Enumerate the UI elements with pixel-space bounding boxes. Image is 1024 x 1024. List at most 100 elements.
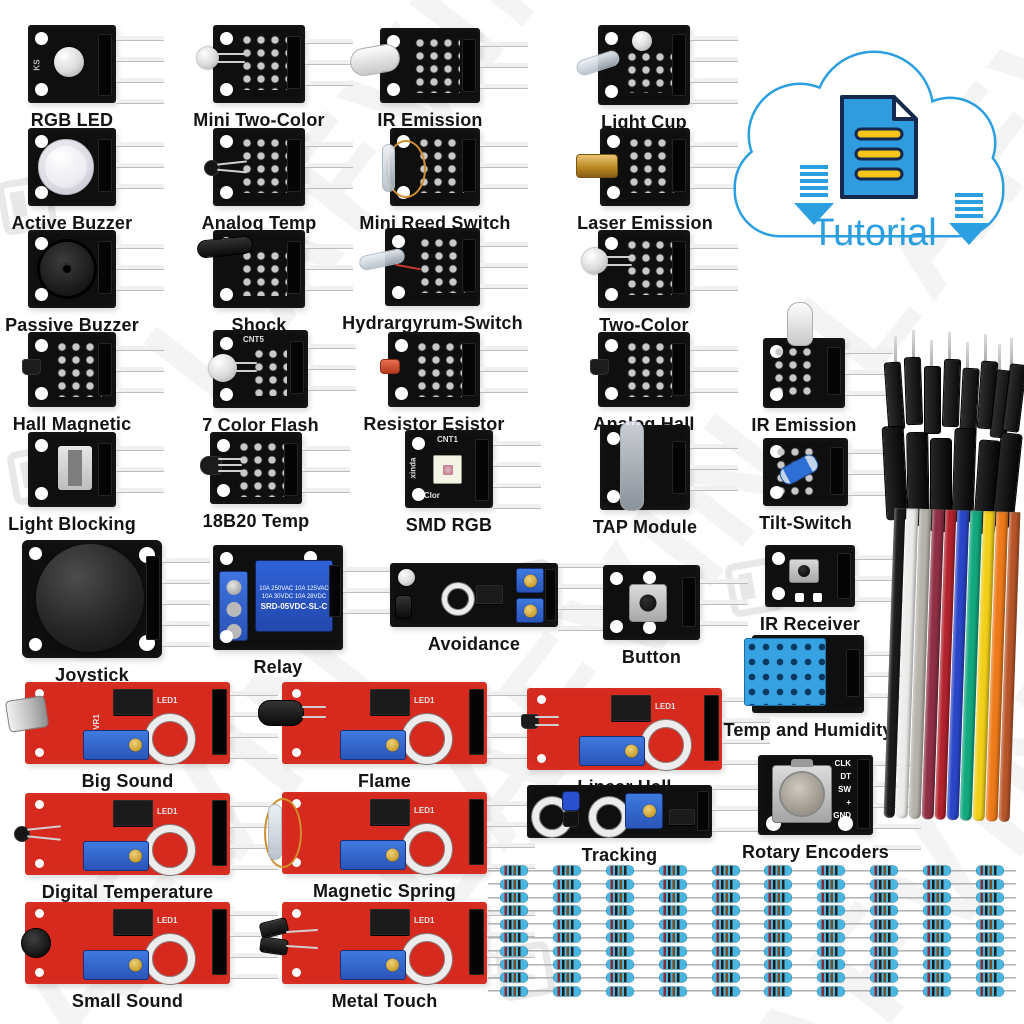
wire-pin [998, 344, 1001, 374]
resistor [963, 959, 1016, 969]
pcb-board [765, 545, 855, 607]
resistor [699, 973, 752, 983]
resistor [910, 919, 964, 929]
microphone-icon [21, 928, 51, 958]
pin-header [287, 241, 301, 294]
solder-pads [419, 237, 465, 293]
pins [690, 244, 738, 291]
module-rgb-led: KS RGB LED [28, 25, 164, 130]
potentiometer [340, 730, 406, 760]
led-lead [235, 362, 257, 364]
wire-pin [894, 336, 897, 366]
potentiometer [516, 598, 544, 623]
resistor [857, 959, 911, 969]
wire-pin [930, 340, 933, 370]
buzzer-icon [38, 139, 94, 195]
led-lead [217, 53, 245, 55]
resistor [488, 946, 541, 956]
pin-header [672, 241, 686, 294]
pin-header [212, 800, 227, 866]
module-passive-buzzer: Passive Buzzer [5, 230, 164, 335]
pcb-board [213, 128, 305, 206]
wire-sleeve [951, 427, 977, 523]
resistor [699, 879, 752, 889]
module-label: IR Emission [751, 415, 857, 435]
pin-header [329, 565, 341, 617]
pcb-board: KS [28, 25, 116, 103]
resistor [646, 946, 700, 956]
wire-pin [912, 330, 915, 360]
wire-pin [966, 342, 969, 372]
resistor [751, 986, 805, 996]
pin-header [857, 759, 870, 829]
solder-pads [628, 137, 674, 193]
module-joystick: Joystick [22, 540, 210, 685]
module-light-cup: Light Cup [574, 25, 738, 132]
pin-label: GND [833, 811, 851, 820]
mounting-hole [589, 797, 629, 837]
pcb-board [210, 432, 302, 504]
module-18b20-temp: 18B20 Temp [200, 432, 350, 531]
wire-pin [948, 332, 951, 362]
module-label: Mini Two-Color [193, 110, 325, 130]
resistor [593, 946, 647, 956]
solder-pads [626, 51, 672, 93]
resistor [593, 892, 647, 902]
resistor [488, 892, 541, 902]
pcb-board [28, 332, 116, 407]
mounting-hole [145, 934, 195, 984]
pcb-board [213, 25, 305, 103]
pin-header [830, 447, 844, 495]
pin-header [846, 649, 860, 697]
pins [712, 785, 760, 832]
jumper-wire-bundle [881, 330, 1024, 825]
resistor [699, 906, 752, 916]
pcb-board: LED1 VR1 [25, 682, 230, 764]
resistor [910, 973, 964, 983]
module-button: Button [603, 565, 748, 667]
resistor [646, 959, 700, 969]
pins [690, 444, 738, 491]
resistor [646, 879, 700, 889]
pin-header [287, 36, 301, 89]
mounting-hole [442, 583, 474, 615]
pin-header [697, 791, 709, 831]
pins [343, 567, 391, 614]
pin-label: SW [838, 785, 851, 794]
resistor [910, 866, 964, 876]
pins [116, 36, 164, 104]
pcb-board [28, 432, 116, 507]
module-label: Tracking [581, 845, 658, 865]
mounting-hole [145, 825, 195, 875]
microphone-icon [4, 695, 50, 733]
pcb-board [385, 228, 480, 306]
resistor [488, 919, 541, 929]
resistor [963, 866, 1016, 876]
mounting-hole [643, 621, 656, 634]
resistor [857, 933, 911, 943]
resistor [488, 973, 541, 983]
pcb-board [600, 425, 690, 510]
board-marking: LED1 [157, 916, 178, 925]
mounting-hole [643, 571, 656, 584]
resistor [488, 959, 541, 969]
pcb-board: CNT1 xinda 3_Clor [405, 430, 493, 508]
pins [480, 242, 528, 289]
module-label: Rotary Encoders [741, 842, 890, 862]
pins [302, 446, 350, 493]
resistor [910, 933, 964, 943]
pad [795, 593, 804, 602]
ic-chip [370, 689, 410, 715]
pcb-board [598, 332, 690, 407]
pcb-board: LED1 [527, 688, 722, 770]
module-label: RGB LED [30, 110, 114, 130]
dht11-sensor-icon [744, 638, 826, 706]
potentiometer [83, 841, 149, 871]
resistor [804, 866, 858, 876]
module-label: Light Cup [601, 112, 687, 132]
solder-pads [238, 441, 284, 497]
module-analog-hall: Analog Hall [590, 332, 738, 434]
resistor [857, 919, 911, 929]
pcb-board [603, 565, 700, 640]
